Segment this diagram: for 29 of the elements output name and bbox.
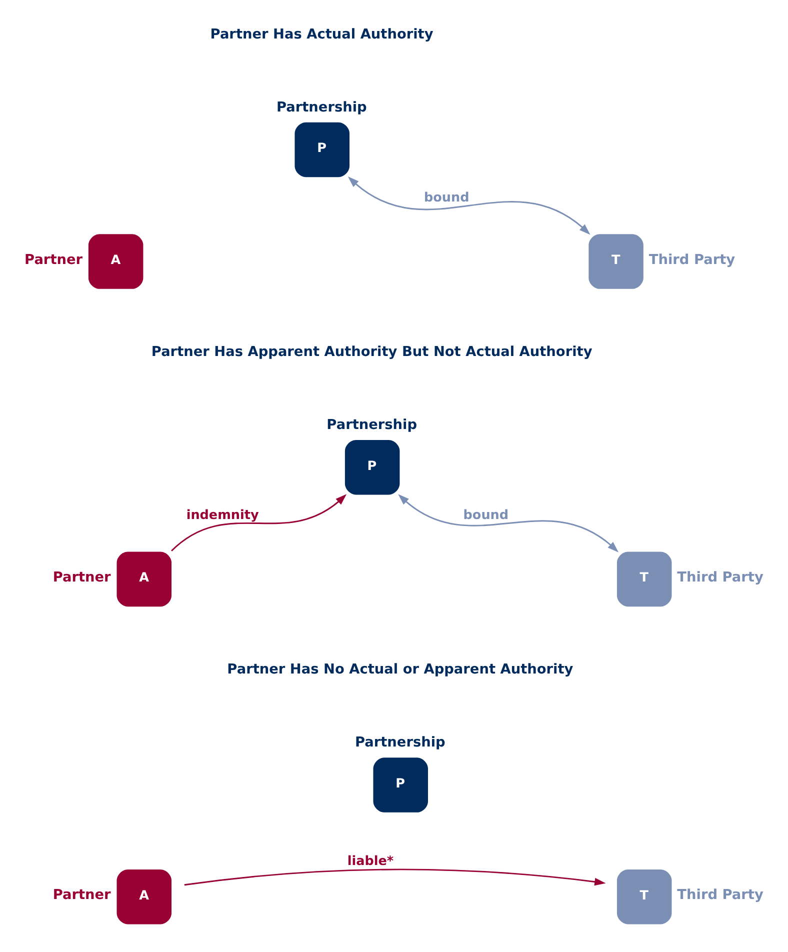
node-box: T xyxy=(616,551,672,606)
node-box: T xyxy=(588,234,644,288)
node-box: A xyxy=(116,551,172,606)
node-label: Partner xyxy=(24,251,83,268)
node-label: Third Party xyxy=(648,251,736,268)
arrow xyxy=(184,868,606,886)
label: Partner Has Actual Authority xyxy=(210,26,434,42)
arrow xyxy=(348,176,590,234)
node-label: Partner xyxy=(52,886,111,903)
node-label: Partnership xyxy=(326,416,418,433)
node-box: T xyxy=(616,868,672,924)
node-label: Third Party xyxy=(677,886,764,903)
node-box: P xyxy=(344,440,400,494)
node-label: Third Party xyxy=(677,568,764,585)
edge-label: liable* xyxy=(347,854,394,869)
label: Partner Has Apparent Authority But Not Actual Authority xyxy=(151,344,592,360)
node-box: P xyxy=(294,122,350,177)
edge-label: bound xyxy=(424,190,470,205)
arrow xyxy=(171,494,347,551)
node-box: A xyxy=(116,868,172,924)
edge-label: indemnity xyxy=(186,507,259,522)
node-box: P xyxy=(373,757,428,812)
label: Partner Has No Actual or Apparent Authority xyxy=(227,661,574,678)
node-label: Partnership xyxy=(276,98,367,115)
arrow xyxy=(398,494,619,552)
edge-label: bound xyxy=(463,507,509,522)
node-box: A xyxy=(88,234,144,288)
node-label: Partner xyxy=(52,568,111,585)
node-label: Partnership xyxy=(354,734,446,750)
